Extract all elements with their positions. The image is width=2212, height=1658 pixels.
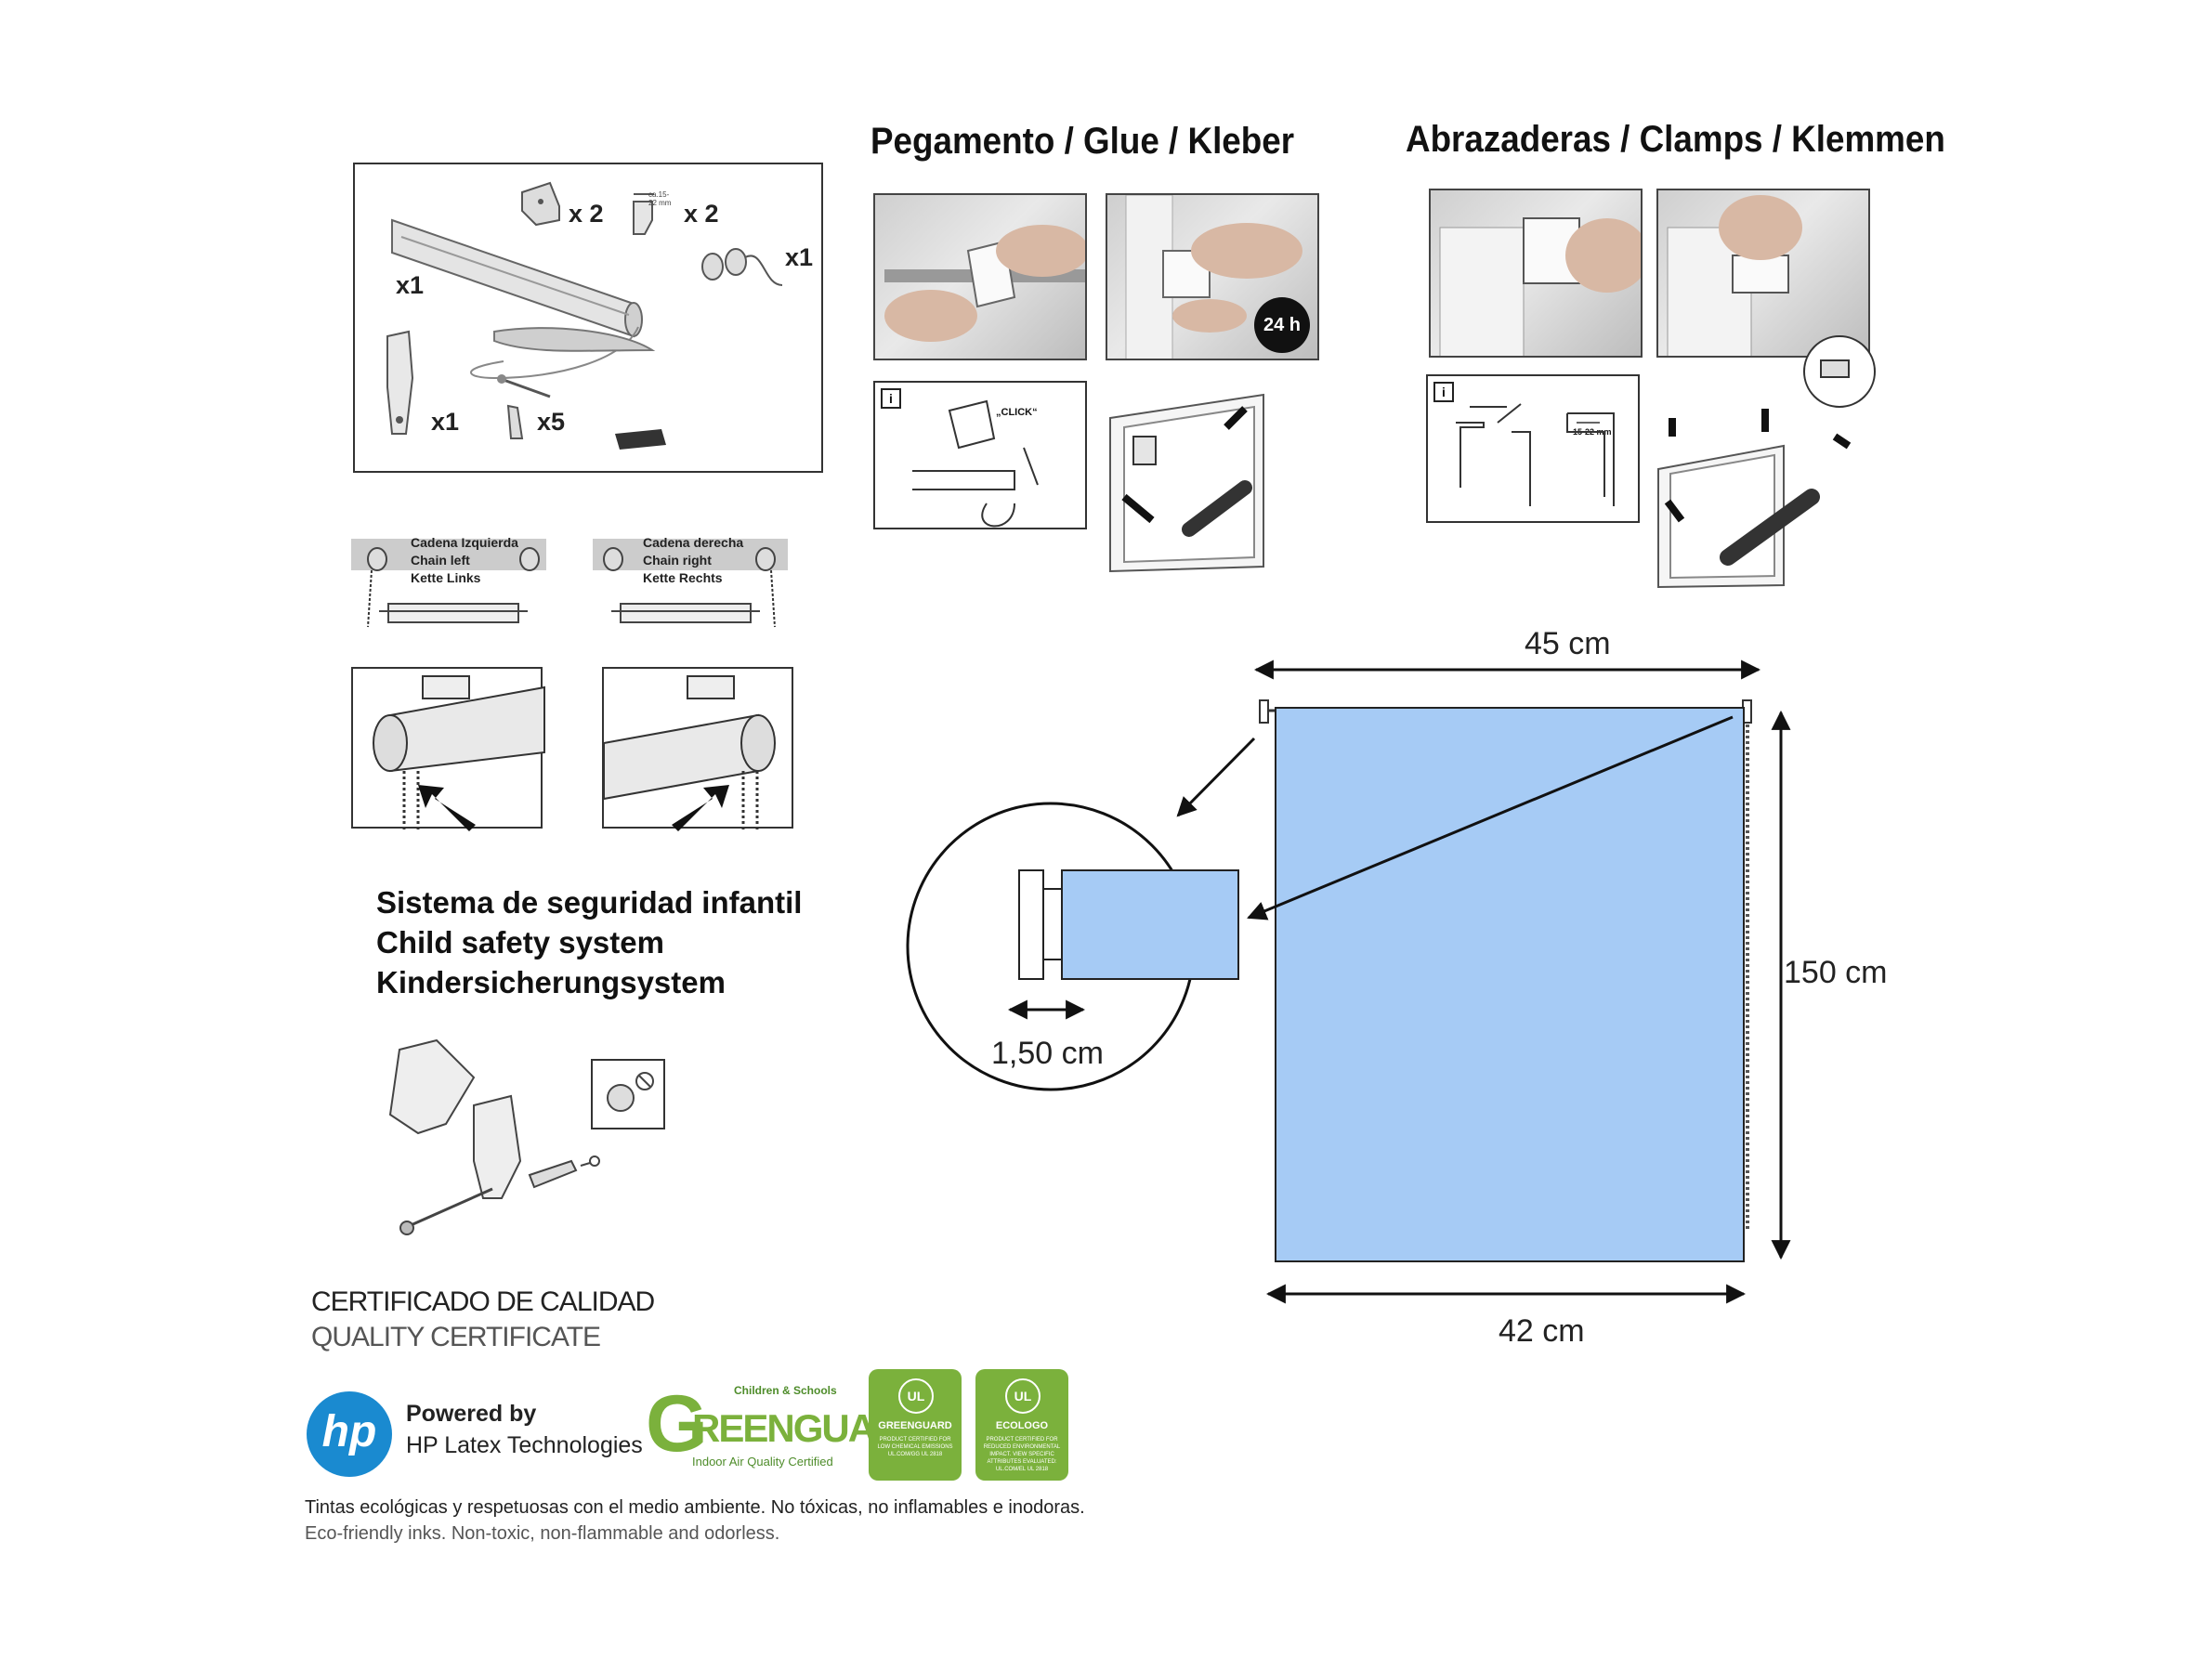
safety-clip-icon: [386, 330, 414, 435]
clamps-photo-1: [1429, 189, 1643, 358]
roller-tube: [391, 218, 643, 380]
glue-photo-1: [873, 193, 1087, 360]
detail-gap-label: 1,50 cm: [991, 1036, 1104, 1071]
hp-powered-by: Powered by: [406, 1401, 537, 1427]
hp-logo-text: hp: [321, 1407, 377, 1456]
certificate-line-es: CERTIFICADO DE CALIDAD: [311, 1286, 655, 1317]
chain-right-label-en: Chain right: [643, 553, 712, 568]
cure-time-badge: 24 h: [1254, 297, 1310, 353]
chain-right-sketch: [603, 547, 776, 628]
chain-right-diagram: Cadena derecha Chain right Kette Rechts: [593, 535, 788, 650]
chain-right-detail-sketch: [603, 675, 776, 831]
greenguard-sub: Indoor Air Quality Certified: [692, 1455, 833, 1469]
fabric-roll: [493, 327, 656, 352]
chain-left-detail: [351, 667, 545, 831]
ul-badge1-text: PRODUCT CERTIFIED FOR LOW CHEMICAL EMISS…: [877, 1437, 953, 1457]
clamp-qty: x 2: [684, 200, 719, 228]
height-label: 150 cm: [1784, 955, 1888, 990]
chain-left-label-de: Kette Links: [411, 570, 481, 585]
ul-ecologo-badge: UL ECOLOGO PRODUCT CERTIFIED FOR REDUCED…: [975, 1369, 1068, 1481]
glue-click-panel: i „CLICK“: [873, 381, 1087, 529]
chain-right-label-de: Kette Rechts: [643, 570, 723, 585]
screws-qty: x5: [537, 408, 566, 436]
adhesive-pad-icon: [615, 429, 666, 450]
kit-contents-panel: x1 x 2 x 2 ca.15-22 mm x1 x1 x5: [353, 163, 823, 473]
glue-photo-2: 24 h: [1106, 193, 1319, 360]
ul-badge2-title: ECOLOGO: [995, 1420, 1049, 1431]
left-bracket: [1259, 699, 1269, 724]
greenguard-g: G: [646, 1379, 708, 1469]
chain-right-bar: [593, 539, 788, 570]
greenguard-top: Children & Schools: [734, 1384, 837, 1397]
clamps-mount-sketch: [1654, 334, 1877, 590]
clamp-icon: [633, 193, 654, 235]
child-safety-title-de: Kindersicherungsystem: [376, 965, 726, 999]
end-cap-qty: x1: [785, 243, 814, 271]
kit-illustration: [386, 181, 783, 450]
hp-logo: hp: [307, 1391, 392, 1477]
safety-clip-qty: x1: [431, 408, 460, 436]
clamps-info-panel: i 15-22 mm: [1426, 374, 1640, 523]
chain-left-detail-sketch: [373, 675, 545, 831]
chain-right-label-es: Cadena derecha: [643, 535, 744, 550]
child-warning-icon: [591, 1059, 665, 1129]
chain-left-label-en: Chain left: [411, 553, 470, 568]
blind-fabric: [1275, 707, 1745, 1262]
chain-right-detail: [602, 667, 793, 831]
glue-mount-sketch: [1106, 381, 1273, 573]
click-label: „CLICK“: [996, 407, 1038, 418]
glue-title: Pegamento / Glue / Kleber: [870, 121, 1295, 162]
eco-inks-en: Eco-friendly inks. Non-toxic, non-flamma…: [305, 1523, 780, 1544]
right-bracket: [1742, 699, 1752, 724]
hp-latex: HP Latex Technologies: [406, 1432, 643, 1458]
chain-left-diagram: Cadena Izquierda Chain left Kette Links: [351, 535, 546, 650]
roller-qty: x1: [396, 271, 425, 299]
eco-inks-es: Tintas ecológicas y respetuosas con el m…: [305, 1497, 1085, 1518]
child-safety-title-es: Sistema de seguridad infantil: [376, 885, 803, 920]
child-safety-title-en: Child safety system: [376, 925, 664, 960]
certificate-line-en: QUALITY CERTIFICATE: [311, 1322, 601, 1352]
ul-mark-2: UL: [1005, 1378, 1041, 1414]
cure-time-label: 24 h: [1263, 315, 1302, 335]
greenguard-logo: Children & Schools G REENGUARD Indoor Ai…: [646, 1379, 929, 1475]
bottom-width-label: 42 cm: [1499, 1313, 1585, 1349]
end-caps-icon: [701, 248, 783, 286]
bracket-qty: x 2: [569, 200, 604, 228]
child-safety-illustration: [388, 1038, 600, 1235]
ul-badge1-title: GREENGUARD: [878, 1420, 952, 1431]
detail-fabric: [1061, 869, 1239, 980]
ul-greenguard-badge: UL GREENGUARD PRODUCT CERTIFIED FOR LOW …: [869, 1369, 962, 1481]
ul-mark-1: UL: [898, 1378, 934, 1414]
top-width-label: 45 cm: [1525, 626, 1611, 661]
clamp-note: ca.15-22 mm: [648, 190, 672, 207]
clamps-info-icon: i: [1433, 382, 1454, 402]
chain-left-sketch: [367, 547, 540, 628]
clamps-photo-2: [1656, 189, 1870, 358]
info-icon: i: [881, 388, 901, 409]
ul-badge2-text: PRODUCT CERTIFIED FOR REDUCED ENVIRONMEN…: [983, 1437, 1061, 1472]
clamps-title: Abrazaderas / Clamps / Klemmen: [1406, 119, 1945, 160]
bracket-icon: [521, 181, 560, 227]
chain-left-label-es: Cadena Izquierda: [411, 535, 518, 550]
screw-icon: [497, 374, 551, 439]
